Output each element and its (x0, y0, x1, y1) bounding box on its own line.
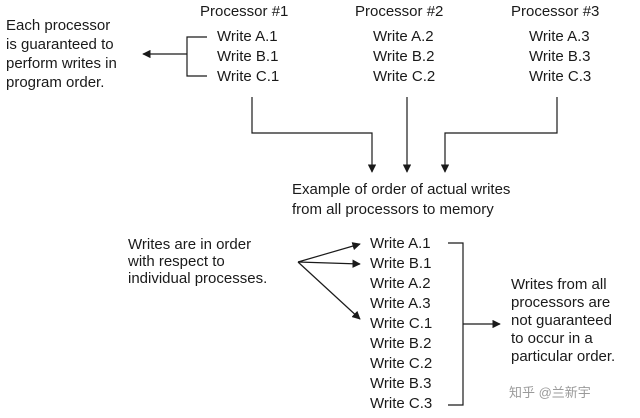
note-line: Writes are in order (128, 236, 252, 253)
processor-2-title: Processor #2 (355, 3, 444, 20)
note-line: particular order. (511, 348, 616, 365)
note-line: individual processes. (128, 270, 268, 287)
note-line: not guaranteed (511, 312, 612, 329)
in-order-arrow-a1 (297, 242, 361, 263)
in-order-arrow-b1 (297, 259, 361, 268)
memory-bracket (448, 242, 464, 406)
processor-3-writes: Write A.3 Write B.3 Write C.3 (529, 27, 591, 87)
memory-write-item: Write C.2 (370, 355, 433, 372)
write-item: Write A.3 (529, 28, 590, 45)
example-caption: Example of order of actual writes from a… (292, 180, 510, 220)
note-line: program order. (6, 74, 105, 91)
note-line: Each processor (6, 17, 111, 34)
write-item: Write B.2 (373, 48, 435, 65)
write-item: Write C.3 (529, 68, 592, 85)
proc3-to-memory-arrow (440, 97, 558, 173)
note-line: processors are (511, 294, 611, 311)
program-order-note: Each processor is guaranteed to perform … (6, 16, 117, 92)
proc1-bracket (186, 36, 207, 77)
write-item: Write A.2 (373, 28, 434, 45)
note-line: with respect to (128, 253, 225, 270)
note-line: perform writes in (6, 55, 117, 72)
memory-write-item: Write B.1 (370, 255, 432, 272)
memory-order-list: Write A.1 Write B.1 Write A.2 Write A.3 … (370, 234, 432, 414)
note-line: Writes from all (511, 276, 607, 293)
note-line: to occur in a (511, 330, 593, 347)
caption-line: Example of order of actual writes (292, 181, 511, 198)
processor-1-title: Processor #1 (200, 3, 289, 20)
memory-write-item: Write C.3 (370, 395, 433, 412)
watermark: 知乎 @兰新宇 (509, 385, 591, 400)
write-item: Write B.1 (217, 48, 279, 65)
memory-write-item: Write A.3 (370, 295, 431, 312)
processor-1-writes: Write A.1 Write B.1 Write C.1 (217, 27, 279, 87)
memory-write-item: Write A.2 (370, 275, 431, 292)
write-item: Write B.3 (529, 48, 591, 65)
not-guaranteed-note: Writes from all processors are not guara… (511, 276, 615, 366)
memory-write-item: Write A.1 (370, 235, 431, 252)
write-item: Write A.1 (217, 28, 278, 45)
in-order-arrow-c1 (297, 261, 361, 320)
note-line: is guaranteed to (6, 36, 114, 53)
proc1-to-memory-arrow (251, 97, 377, 173)
processor-3-title: Processor #3 (511, 3, 600, 20)
in-order-note: Writes are in order with respect to indi… (128, 236, 267, 287)
processor-2-writes: Write A.2 Write B.2 Write C.2 (373, 27, 435, 87)
write-item: Write C.2 (373, 68, 436, 85)
write-item: Write C.1 (217, 68, 280, 85)
memory-write-item: Write B.3 (370, 375, 432, 392)
memory-write-item: Write B.2 (370, 335, 432, 352)
memory-write-item: Write C.1 (370, 315, 433, 332)
caption-line: from all processors to memory (292, 201, 494, 218)
